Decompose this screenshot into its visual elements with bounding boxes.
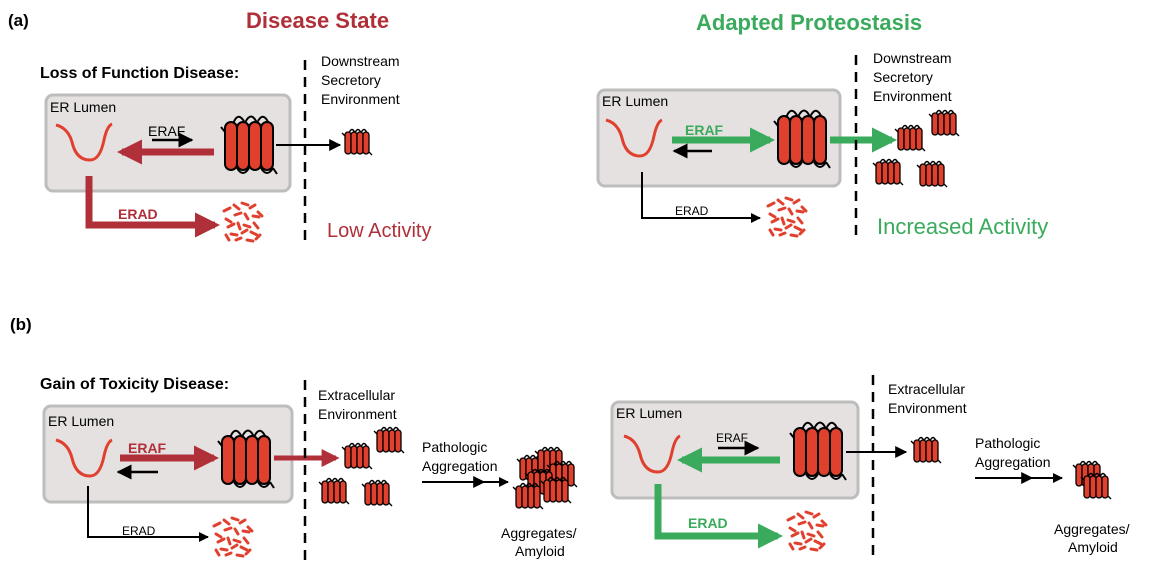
membrane-protein [217, 429, 275, 489]
extracellular-label-2: Environment [318, 406, 397, 422]
panel-b-label: (b) [10, 315, 32, 334]
erad-arrow [641, 172, 761, 223]
pathologic-label-1: Pathologic [975, 435, 1040, 451]
membrane-protein [220, 115, 278, 175]
adapted-proteostasis-title: Adapted Proteostasis [696, 10, 922, 35]
membrane-protein [773, 109, 831, 169]
secreted-protein [894, 124, 926, 152]
erad-label: ERAD [122, 524, 156, 538]
downstream-label-1: Downstream [873, 50, 952, 66]
amyloid-aggregate [1080, 472, 1112, 500]
pathologic-label-2: Aggregation [422, 458, 498, 474]
disease-state-title: Disease State [246, 8, 389, 33]
degraded-fragments [786, 510, 828, 552]
degraded-fragments [222, 201, 264, 243]
panel-a-adapted-proteostasis: ER Lumen ERAF ERAD Downstream Secretory … [596, 50, 1048, 240]
downstream-label-3: Environment [321, 91, 400, 107]
unfolded-protein [623, 434, 681, 474]
low-activity-label: Low Activity [327, 220, 431, 242]
er-lumen-label: ER Lumen [48, 413, 114, 429]
secreted-protein [928, 109, 960, 137]
er-lumen-label: ER Lumen [616, 405, 682, 421]
erad-label: ERAD [688, 515, 728, 531]
secreted-protein [318, 477, 350, 505]
increased-activity-label: Increased Activity [877, 214, 1048, 239]
eraf-label: ERAF [716, 431, 748, 445]
extracellular-label-1: Extracellular [318, 387, 395, 403]
secreted-protein [361, 479, 393, 507]
erad-label: ERAD [675, 204, 709, 218]
unfolded-protein [605, 118, 663, 158]
eraf-label: ERAF [148, 123, 185, 139]
downstream-label-2: Secretory [873, 69, 933, 85]
er-lumen-label: ER Lumen [50, 99, 116, 115]
downstream-label-3: Environment [873, 88, 952, 104]
panel-b-disease-state: ER Lumen ERAF ERAD Extracellular Environ… [42, 380, 577, 560]
aggregates-label-2: Amyloid [515, 543, 565, 559]
gain-of-toxicity-label: Gain of Toxicity Disease: [40, 376, 229, 393]
pathologic-label-2: Aggregation [975, 454, 1051, 470]
erad-label: ERAD [118, 206, 158, 222]
unfolded-protein [55, 122, 113, 162]
secreted-protein [916, 160, 948, 188]
extracellular-label-1: Extracellular [888, 381, 965, 397]
degraded-fragments [212, 516, 254, 558]
unfolded-protein [55, 438, 113, 478]
extracellular-label-2: Environment [888, 400, 967, 416]
aggregates-label-1: Aggregates/ [501, 525, 577, 541]
secreted-protein [910, 436, 942, 464]
panel-b-adapted-proteostasis: ER Lumen ERAF ERAD Extracellular Environ… [610, 375, 1130, 560]
secreted-protein [872, 158, 904, 186]
eraf-label: ERAF [685, 122, 724, 138]
erad-arrow [654, 484, 784, 549]
downstream-label-2: Secretory [321, 72, 381, 88]
secreted-protein [373, 426, 405, 454]
downstream-label-1: Downstream [321, 53, 400, 69]
erad-arrow [85, 176, 221, 238]
aggregates-label-1: Aggregates/ [1054, 521, 1130, 537]
aggregates-label-2: Amyloid [1068, 539, 1118, 555]
loss-of-function-label: Loss of Function Disease: [40, 65, 239, 82]
secreted-protein [341, 128, 373, 156]
er-lumen-label: ER Lumen [602, 93, 668, 109]
membrane-protein [789, 421, 847, 481]
secreted-protein [341, 442, 373, 470]
eraf-label: ERAF [128, 440, 167, 456]
pathologic-label-1: Pathologic [422, 439, 487, 455]
amyloid-aggregate [513, 448, 577, 510]
panel-a-disease-state: ER Lumen ERAF ERAD Downstream Secretory … [44, 53, 431, 245]
degraded-fragments [766, 196, 808, 238]
erad-arrow [87, 486, 209, 542]
panel-a-label: (a) [8, 11, 29, 30]
